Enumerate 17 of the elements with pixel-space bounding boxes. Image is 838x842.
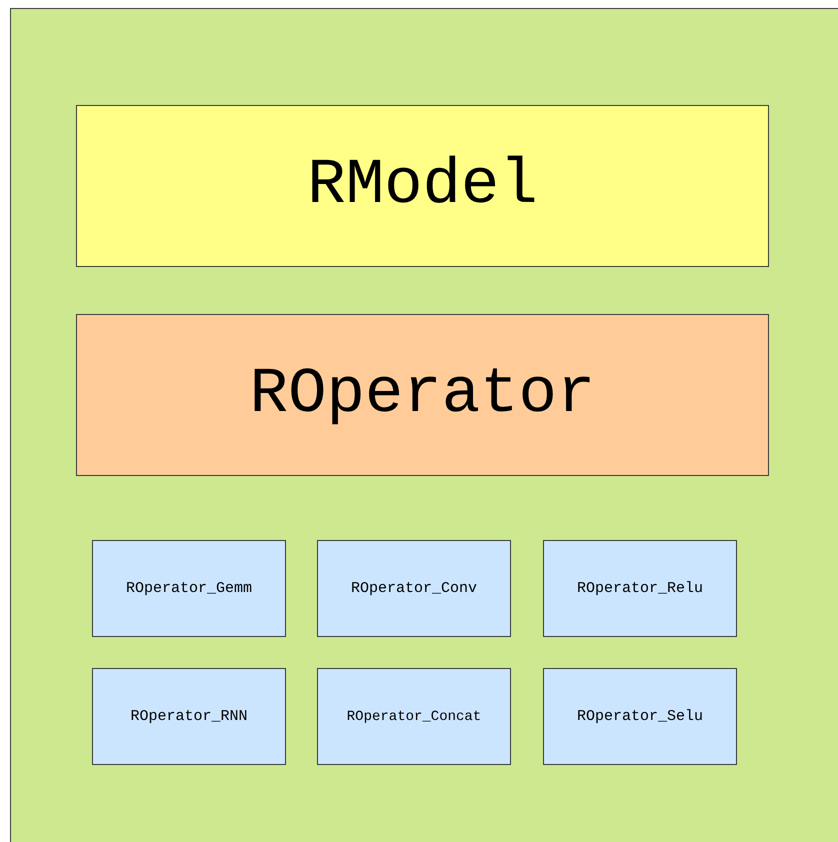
box-label: ROperator_Relu: [576, 580, 704, 597]
model-box: [76, 105, 769, 267]
box-label: ROperator_Selu: [576, 708, 704, 725]
operator-box: [317, 668, 511, 765]
box-label: ROperator_Gemm: [126, 580, 252, 597]
outer-panel: [10, 8, 838, 842]
box-label: ROperator_Concat: [346, 708, 482, 724]
box-label: ROperator: [250, 359, 596, 431]
operator-box: [543, 668, 737, 765]
box-label: ROperator_RNN: [130, 708, 248, 725]
operator-box: [317, 540, 511, 637]
box-label: ROperator_Conv: [350, 580, 478, 597]
box-label: RModel: [307, 150, 538, 222]
operator-box: [92, 668, 286, 765]
operator-box: [543, 540, 737, 637]
operator-box: [92, 540, 286, 637]
operator-box: [76, 314, 769, 476]
